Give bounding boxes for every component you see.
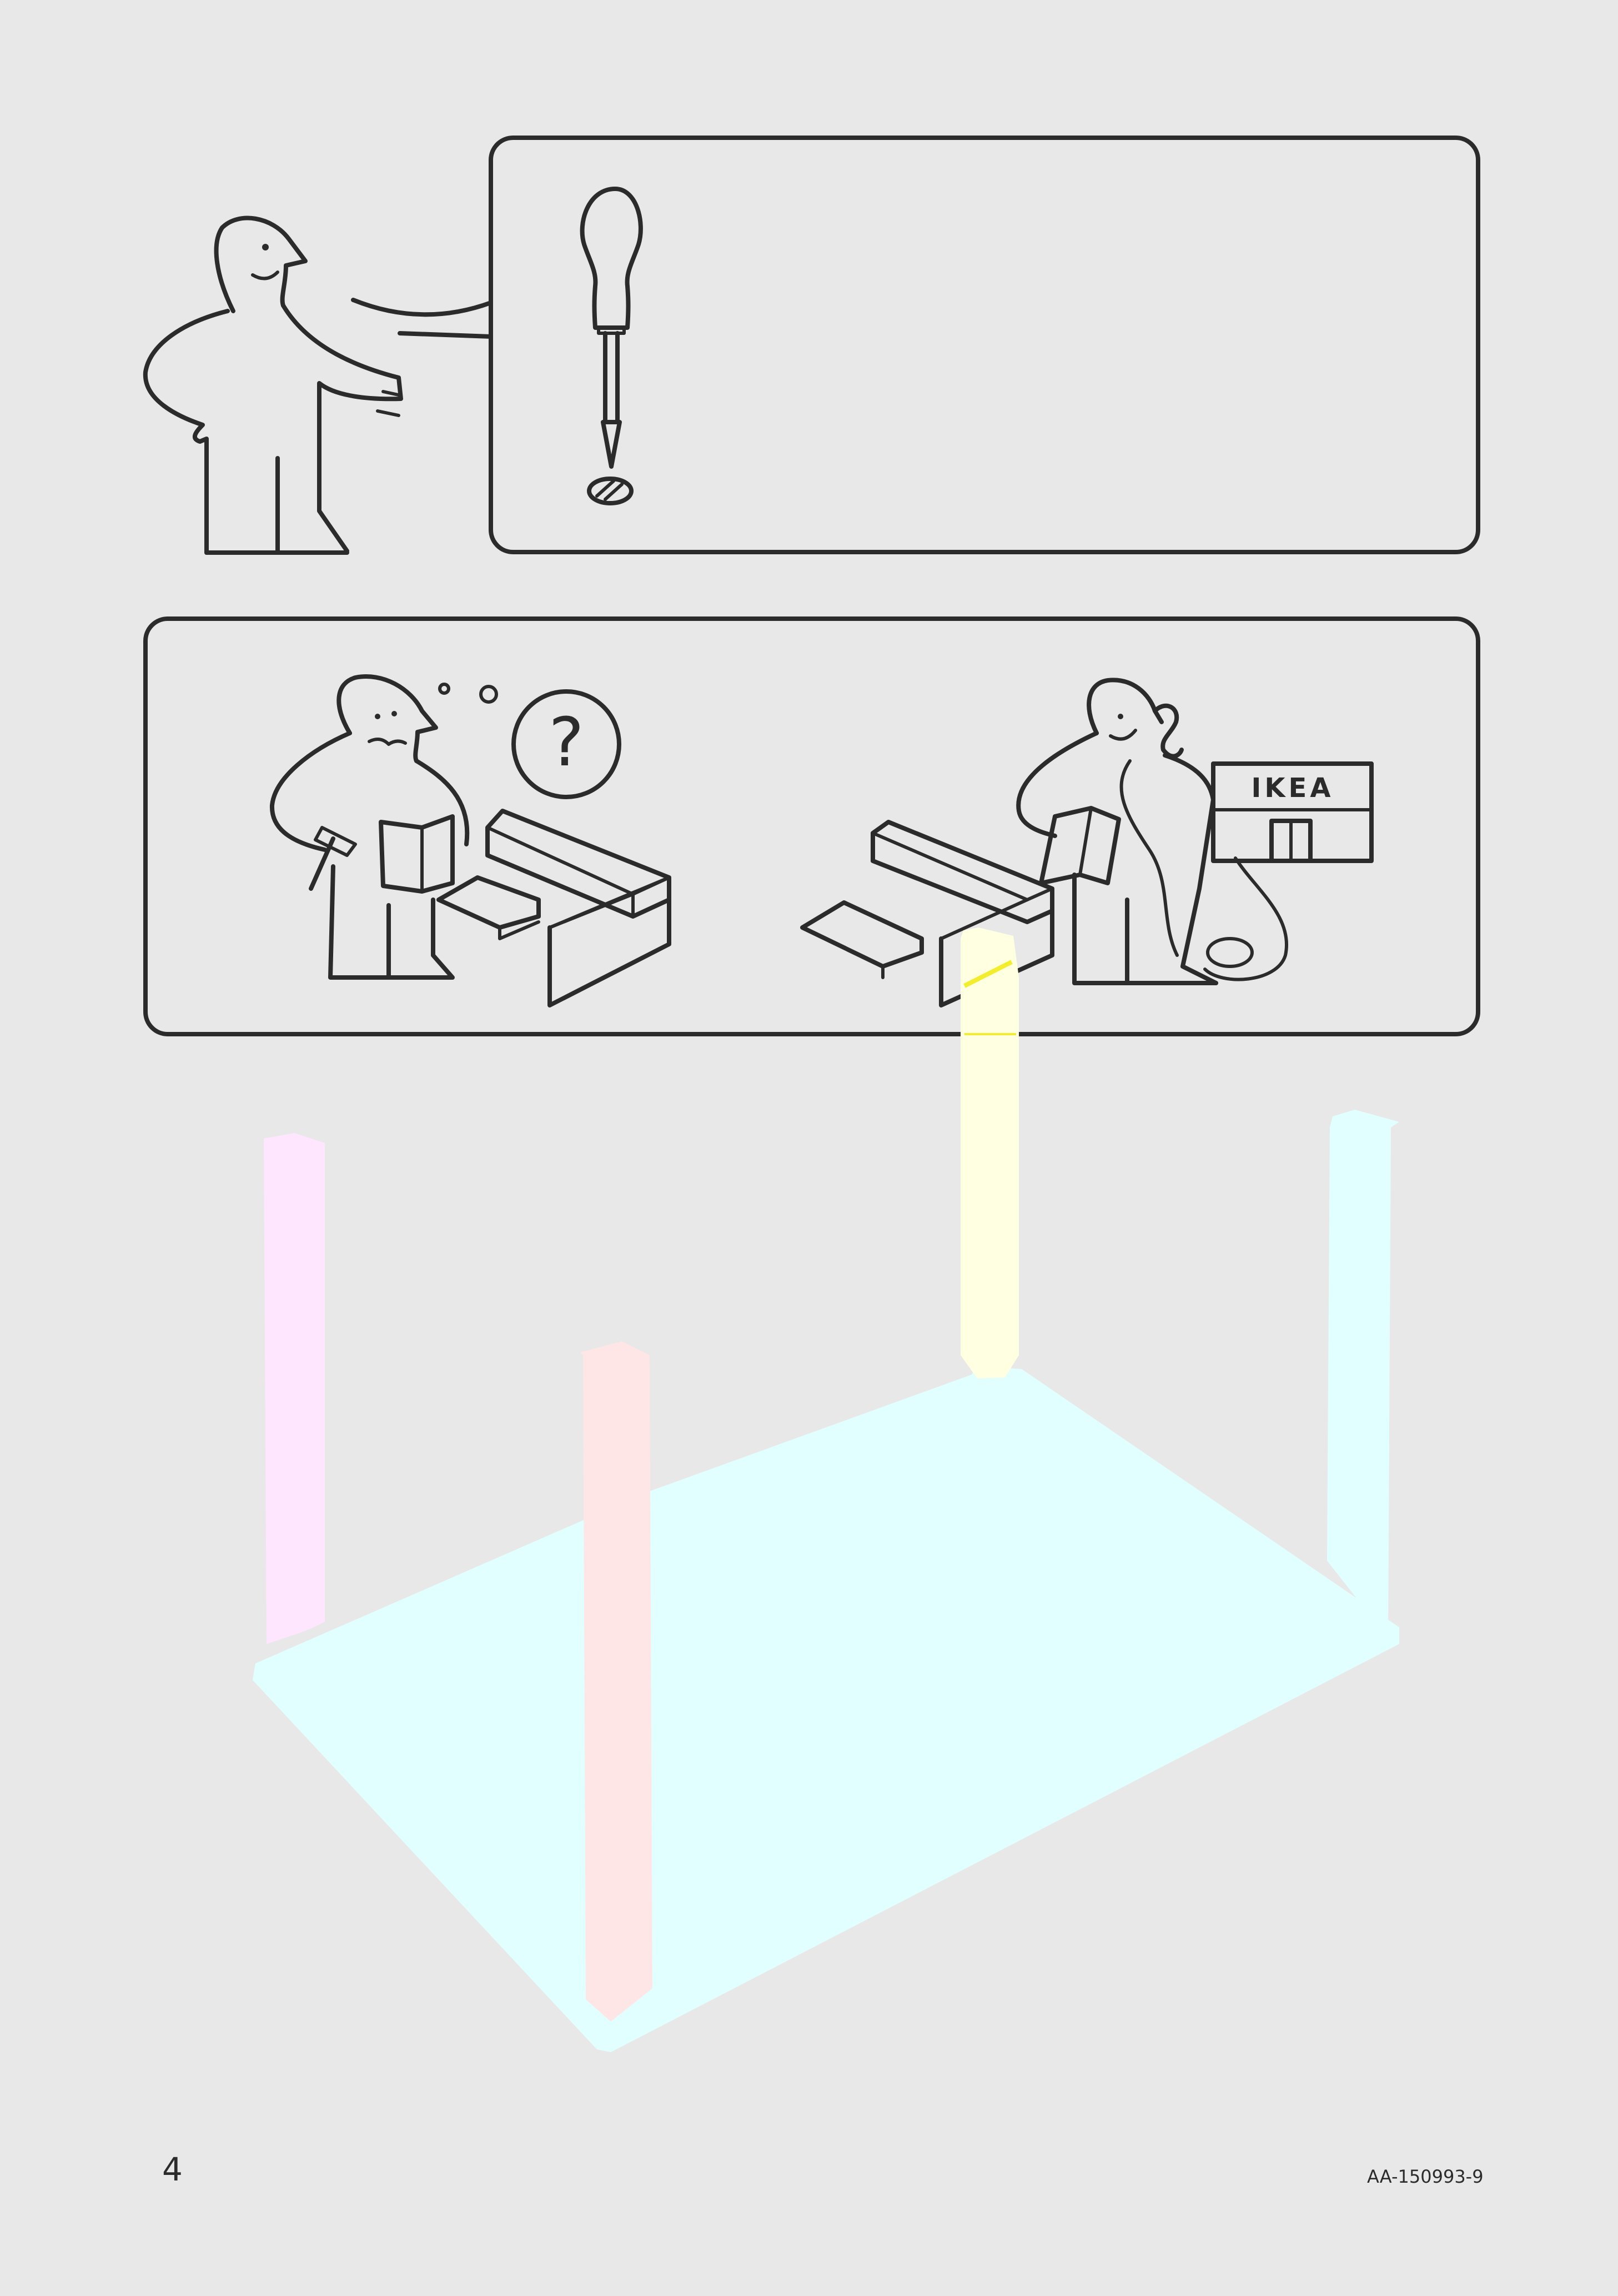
- document-code: AA-150993-9: [1367, 2166, 1484, 2187]
- help-panel: ?: [145, 619, 1478, 1034]
- leg-back-center: [961, 928, 1019, 1378]
- page-number: 4: [162, 2150, 183, 2188]
- phone-person-icon: [1018, 680, 1287, 983]
- tabletop: [253, 1366, 1399, 2052]
- ikea-store-icon: IKEA: [1213, 764, 1371, 861]
- store-sign: IKEA: [1252, 773, 1334, 804]
- confused-person-icon: [272, 676, 496, 977]
- leg-front-left: [580, 1341, 652, 2022]
- table-assembly-view: [253, 928, 1399, 2052]
- parts-left-icon: [439, 811, 669, 1005]
- speech-tail-upper: [353, 300, 491, 314]
- leg-back-left: [264, 1133, 325, 1644]
- person-pointing-icon: [145, 218, 401, 553]
- screwdriver-icon: [582, 189, 641, 467]
- leg-back-right: [1327, 1110, 1399, 1638]
- tools-panel-frame: [491, 138, 1478, 552]
- question-mark-icon: ?: [514, 691, 619, 797]
- tools-panel: [145, 138, 1478, 553]
- question-mark-symbol: ?: [549, 704, 584, 781]
- speech-tail-lower: [400, 333, 491, 337]
- screw-head-icon: [589, 479, 631, 503]
